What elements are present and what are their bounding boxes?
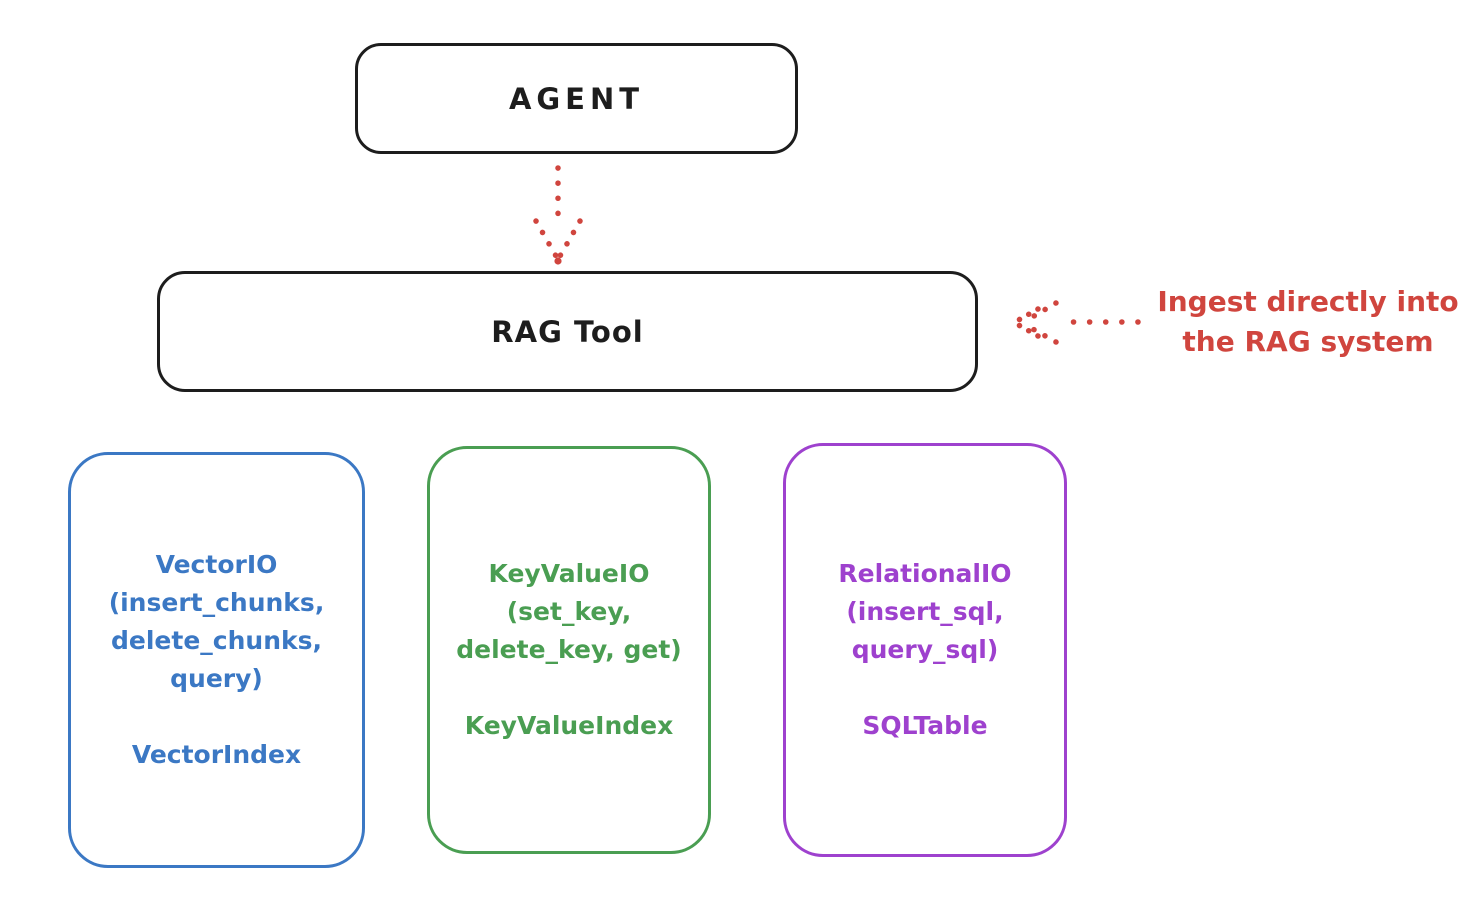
vector-io-line-3: delete_chunks, bbox=[111, 626, 322, 655]
vector-index-label: VectorIndex bbox=[131, 740, 302, 769]
key-value-io-node: KeyValueIO (set_key, delete_key, get) Ke… bbox=[427, 446, 711, 854]
agent-to-rag-arrow bbox=[533, 165, 583, 265]
key-value-index-label: KeyValueIndex bbox=[464, 711, 674, 740]
relational-io-line-1: RelationalIO bbox=[838, 559, 1012, 588]
relational-io-node: RelationalIO (insert_sql, query_sql) SQL… bbox=[783, 443, 1067, 857]
sql-table-label: SQLTable bbox=[862, 711, 988, 740]
ingest-annotation-line-1: Ingest directly into bbox=[1157, 285, 1459, 318]
agent-label: AGENT bbox=[508, 81, 645, 116]
vector-io-line-1: VectorIO bbox=[155, 550, 278, 579]
ingest-annotation: Ingest directly into the RAG system bbox=[1140, 282, 1476, 362]
annotation-to-rag-arrow bbox=[1012, 300, 1141, 345]
vector-io-line-4: query) bbox=[170, 664, 263, 693]
vector-io-node: VectorIO (insert_chunks, delete_chunks, … bbox=[68, 452, 365, 868]
key-value-io-line-2: (set_key, bbox=[506, 597, 632, 626]
key-value-io-line-3: delete_key, get) bbox=[456, 635, 682, 664]
rag-tool-label: RAG Tool bbox=[491, 314, 644, 349]
rag-tool-node: RAG Tool bbox=[157, 271, 978, 392]
ingest-annotation-line-2: the RAG system bbox=[1182, 325, 1434, 358]
relational-io-line-3: query_sql) bbox=[851, 635, 999, 664]
agent-node: AGENT bbox=[355, 43, 798, 154]
key-value-io-line-1: KeyValueIO bbox=[488, 559, 650, 588]
relational-io-line-2: (insert_sql, bbox=[846, 597, 1004, 626]
vector-io-line-2: (insert_chunks, bbox=[108, 588, 325, 617]
